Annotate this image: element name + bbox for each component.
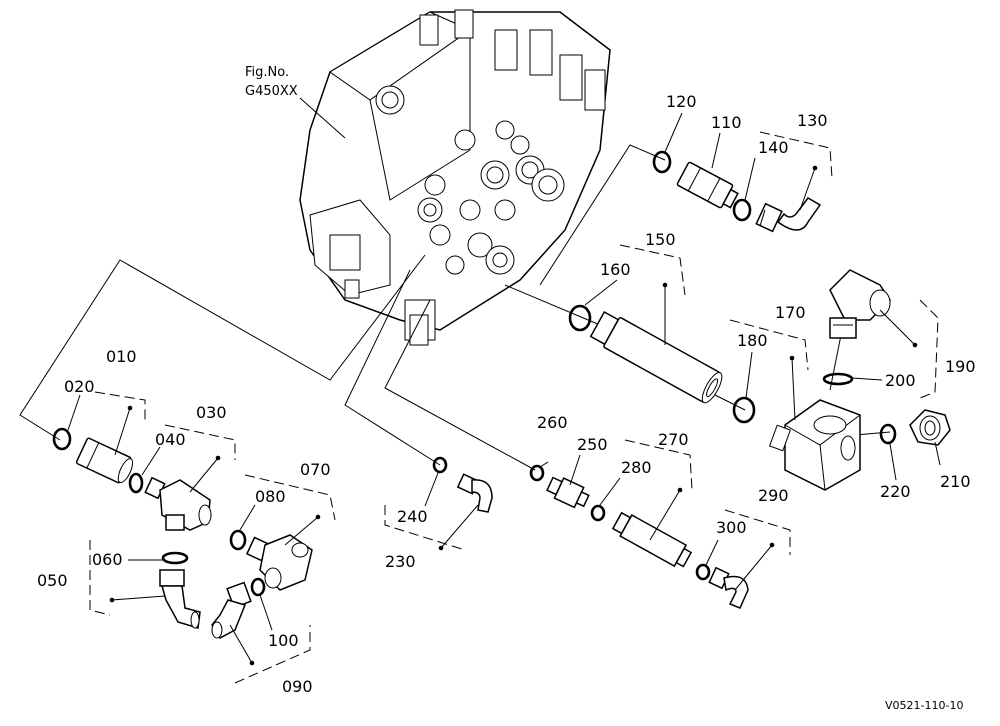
part-label-030: 030 [196,403,227,422]
drawing-code: V0521-110-10 [885,699,963,712]
tee-070 [245,534,313,591]
part-label-180: 180 [737,331,768,350]
part-label-160: 160 [600,260,631,279]
part-label-110: 110 [711,113,742,132]
part-label-290: 290 [758,486,789,505]
tee-030 [144,476,212,531]
part-label-050: 050 [37,571,68,590]
figure-number: G450XX [245,84,298,99]
group-110-130 [652,150,822,233]
group-brackets [89,131,939,684]
part-label-250: 250 [577,435,608,454]
part-label-020: 020 [64,377,95,396]
assembly-leader-lines [19,144,891,471]
figure-label: Fig.No. [245,65,289,80]
part-label-230: 230 [385,552,416,571]
part-label-190: 190 [945,357,976,376]
part-label-040: 040 [155,430,186,449]
group-250-300 [529,464,749,609]
pipe-150 [568,304,723,404]
part-label-070: 070 [300,460,331,479]
elbow-050 [159,569,201,629]
part-label-300: 300 [716,518,747,537]
tee-170 [732,372,897,491]
part-label-010: 010 [106,347,137,366]
part-label-090: 090 [282,677,313,696]
part-label-080: 080 [255,487,286,506]
part-label-270: 270 [658,430,689,449]
part-label-210: 210 [940,472,971,491]
part-label-260: 260 [537,413,568,432]
part-label-100: 100 [268,631,299,650]
reference-dots [109,165,918,666]
part-label-170: 170 [775,303,806,322]
part-label-150: 150 [645,230,676,249]
part-label-240: 240 [397,507,428,526]
elbow-190 [829,269,891,339]
figure-number-callout: Fig.No. G450XX [245,65,346,139]
part-labels: 010 020 030 040 050 060 070 080 090 100 … [37,92,976,696]
control-valve-assembly [299,9,611,346]
group-230 [432,456,493,513]
label-leaders [67,112,941,631]
elbow-130 [755,197,822,233]
nut-210 [909,409,951,446]
part-label-060: 060 [92,550,123,569]
part-label-130: 130 [797,111,828,130]
part-label-220: 220 [880,482,911,501]
part-label-140: 140 [758,138,789,157]
part-label-200: 200 [885,371,916,390]
group-010-100 [52,427,313,639]
part-label-280: 280 [621,458,652,477]
part-label-120: 120 [666,92,697,111]
elbow-090 [211,581,252,639]
